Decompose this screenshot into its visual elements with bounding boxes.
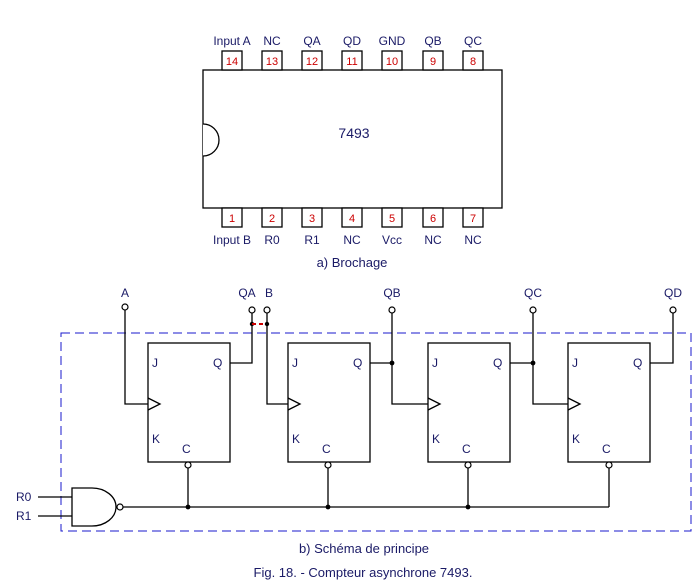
top-pin-label: NC (263, 34, 281, 48)
bottom-pin-6: 6NC (422, 207, 444, 247)
chip-name: 7493 (338, 125, 369, 141)
ff4-j: J (572, 356, 578, 370)
flipflop-4: J K Q C (567, 342, 651, 463)
ff4-c: C (602, 442, 611, 456)
chip-boundary (60, 332, 692, 532)
top-pin-label: QA (303, 34, 320, 48)
schematic: J K Q C J K Q C J K Q C J K Q C (16, 286, 692, 532)
ff1-c: C (182, 442, 191, 456)
flipflop-3: J K Q C (427, 342, 511, 463)
ff4-q: Q (633, 356, 642, 370)
ff3-q: Q (493, 356, 502, 370)
label-output-qa: QA (238, 286, 255, 300)
ff1-q: Q (213, 356, 222, 370)
bottom-pin-label: Vcc (382, 233, 402, 247)
bottom-pin-number: 5 (389, 213, 395, 225)
clear-lines (184, 461, 613, 510)
bottom-pin-label: NC (343, 233, 361, 247)
ff1-k: K (152, 432, 160, 446)
wire-output-qc: QC (510, 286, 568, 405)
bottom-pin-3: 3R1 (301, 207, 323, 247)
bottom-pin-number: 6 (430, 213, 436, 225)
top-pin-8: 8 QC (462, 34, 484, 71)
top-pin-9: 9 QB (422, 34, 444, 71)
bottom-pin-label: R1 (304, 233, 320, 247)
top-pin-11: 11 QD (341, 34, 363, 71)
caption-brochage: a) Brochage (317, 255, 388, 270)
reset-nand-gate: R0 R1 (16, 487, 609, 527)
chip-body (202, 69, 503, 209)
top-pin-label: GND (379, 34, 406, 48)
chip-notch (202, 123, 220, 157)
wire-input-a: A (121, 286, 148, 405)
top-pin-number: 13 (266, 56, 278, 68)
top-pin-12: 12 QA (301, 34, 323, 71)
ff3-k: K (432, 432, 440, 446)
bottom-pin-number: 3 (309, 213, 315, 225)
wire-output-qa: QA (230, 286, 256, 364)
top-pin-row: 14 Input A 13 NC 12 QA 11 QD 10 GND 9 QB 8 QC (213, 34, 484, 71)
top-pin-number: 12 (306, 56, 318, 68)
bottom-pin-number: 7 (470, 213, 476, 225)
bottom-pin-number: 1 (229, 213, 235, 225)
label-input-r1: R1 (16, 509, 32, 523)
label-input-r0: R0 (16, 490, 32, 504)
bottom-pin-2: 2R0 (261, 207, 283, 247)
bottom-pin-number: 4 (349, 213, 355, 225)
ff2-j: J (292, 356, 298, 370)
bottom-pin-label: NC (464, 233, 482, 247)
top-pin-label: QB (424, 34, 441, 48)
top-pin-number: 11 (346, 56, 357, 68)
top-pin-number: 14 (226, 56, 238, 68)
ff3-c: C (462, 442, 471, 456)
ff2-q: Q (353, 356, 362, 370)
wire-input-b: B (263, 286, 288, 405)
bottom-pin-label: NC (424, 233, 442, 247)
caption-schema: b) Schéma de principe (299, 541, 429, 556)
label-output-qb: QB (383, 286, 400, 300)
top-pin-label: QD (343, 34, 361, 48)
wire-output-qb: QB (370, 286, 428, 405)
label-output-qd: QD (664, 286, 682, 300)
top-pin-label: Input A (213, 34, 250, 48)
bottom-pin-7: 7NC (462, 207, 484, 247)
top-pin-number: 9 (430, 56, 436, 68)
label-output-qc: QC (524, 286, 542, 300)
top-pin-label: QC (464, 34, 482, 48)
ff4-k: K (572, 432, 580, 446)
top-pin-14: 14 Input A (213, 34, 251, 71)
flipflop-2: J K Q C (287, 342, 371, 463)
bottom-pin-label: Input B (213, 233, 251, 247)
top-pin-number: 10 (386, 56, 398, 68)
wire-output-qd: QD (650, 286, 682, 364)
bottom-pin-4: 4NC (341, 207, 363, 247)
figure-caption: Fig. 18. - Compteur asynchrone 7493. (254, 565, 473, 580)
top-pin-number: 8 (470, 56, 476, 68)
flipflop-1: J K Q C (147, 342, 231, 463)
ff2-c: C (322, 442, 331, 456)
label-input-a: A (121, 286, 129, 300)
bottom-pin-label: R0 (264, 233, 280, 247)
top-pin-13: 13 NC (261, 34, 283, 71)
ff2-k: K (292, 432, 300, 446)
top-pin-10: 10 GND (379, 34, 406, 71)
bottom-pin-number: 2 (269, 213, 275, 225)
ff1-j: J (152, 356, 158, 370)
ff3-j: J (432, 356, 438, 370)
label-input-b: B (265, 286, 273, 300)
